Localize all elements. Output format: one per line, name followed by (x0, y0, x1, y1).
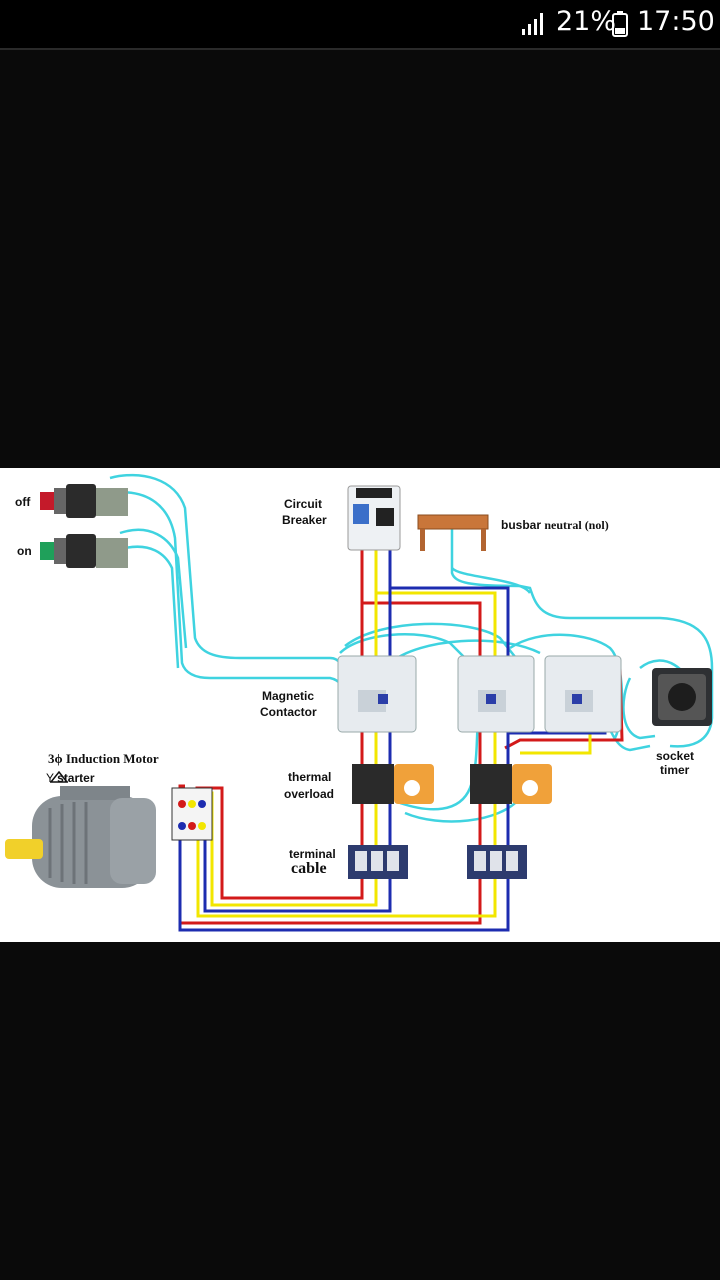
battery-percent: 21% (556, 6, 617, 37)
label-circuit-breaker-1: Circuit (284, 497, 323, 511)
label-off: off (15, 495, 31, 509)
terminal-block-2 (467, 845, 527, 879)
on-push-button (40, 534, 128, 568)
label-busbar-prefix: busbar (501, 518, 542, 532)
label-socket-timer-1: socket (656, 749, 695, 763)
label-thermal-overload-2: overload (284, 787, 335, 801)
label-circuit-breaker-2: Breaker (282, 513, 327, 527)
label-busbar-suffix: neutral (nol) (544, 518, 609, 532)
off-push-button (40, 484, 128, 518)
terminal-block-1 (348, 845, 408, 879)
diagram-drawing (5, 473, 714, 932)
magnetic-contactor-3 (544, 655, 622, 733)
busbar-device (417, 514, 489, 551)
status-bar: 21% 17:50 (0, 0, 720, 50)
clock: 17:50 (637, 6, 715, 37)
battery-icon (612, 11, 628, 37)
wiring-diagram[interactable]: off on Circuit Breaker busbar neutral (n… (0, 468, 720, 942)
magnetic-contactor-2 (457, 655, 535, 733)
circuit-breaker-device (347, 485, 401, 551)
label-socket-timer-2: timer (660, 763, 690, 777)
signal-icon (522, 13, 543, 35)
label-magnetic-contactor-1: Magnetic (262, 689, 315, 703)
thermal-overload-2 (470, 764, 552, 804)
thermal-overload-1 (352, 764, 434, 804)
motor-terminal-box (171, 787, 213, 841)
label-motor-starter: Y starter (46, 771, 95, 785)
socket-timer-device (652, 668, 712, 726)
induction-motor-device (5, 786, 156, 888)
label-starter-y: Y (46, 771, 54, 785)
blue-phase-wires (178, 538, 607, 932)
label-on: on (17, 544, 32, 558)
label-magnetic-contactor-2: Contactor (260, 705, 317, 719)
delta-icon (50, 771, 68, 783)
magnetic-contactor-1 (337, 655, 417, 733)
label-terminal-2: cable (291, 860, 327, 877)
label-terminal-1: terminal (289, 847, 336, 861)
label-thermal-overload-1: thermal (288, 770, 332, 784)
label-busbar: busbar neutral (nol) (501, 518, 609, 532)
label-motor-title: 3ϕ Induction Motor (48, 751, 159, 766)
image-viewer[interactable]: off on Circuit Breaker busbar neutral (n… (0, 50, 720, 1280)
